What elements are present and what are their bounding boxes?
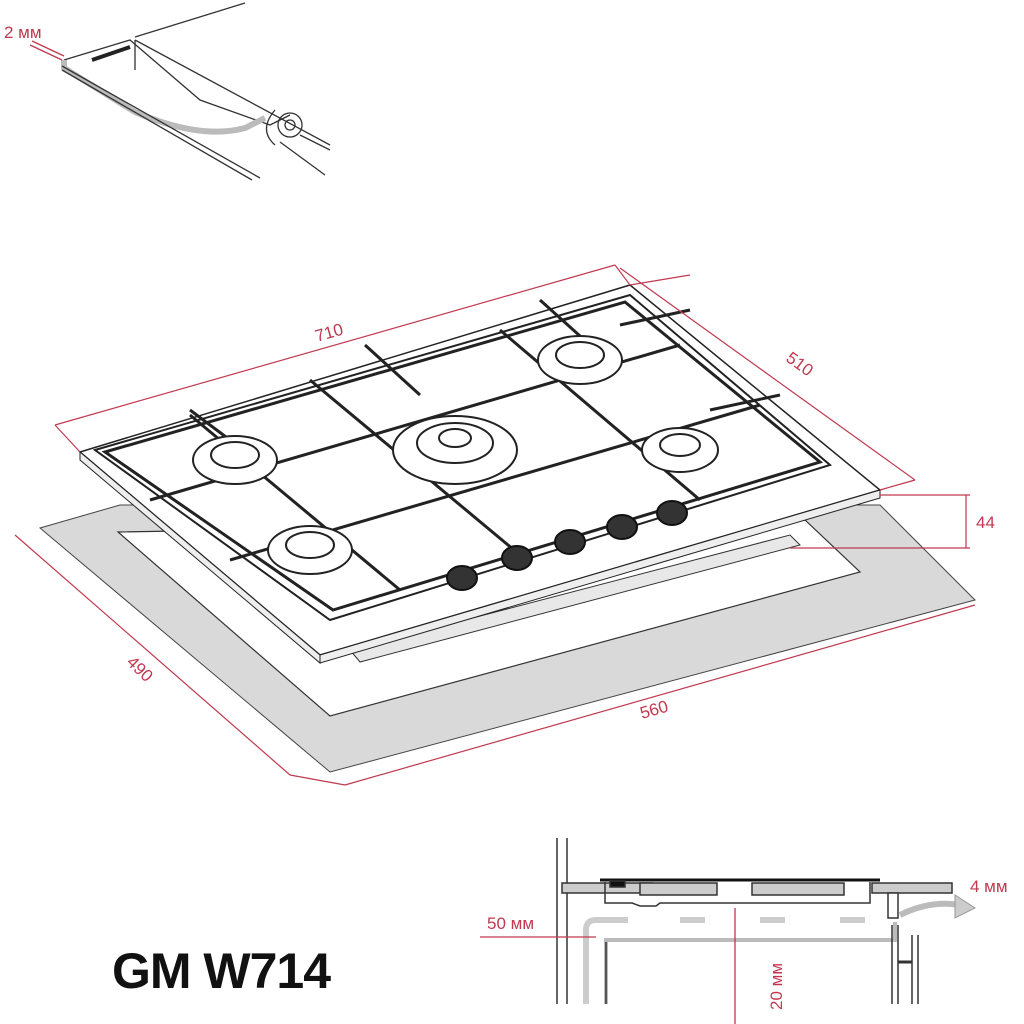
ventilation-dimension-lines — [480, 908, 736, 1024]
hob — [78, 284, 882, 665]
burners — [192, 335, 719, 575]
hob-width-label: 710 — [313, 320, 346, 346]
wall-gap-label: 50 мм — [487, 914, 534, 933]
front-gap-label: 4 мм — [970, 877, 1008, 896]
seal-thickness-label: 2 мм — [4, 23, 42, 42]
hob-height-label: 44 — [976, 513, 995, 532]
airflow-arrows — [583, 894, 977, 1004]
cutout-width-label: 560 — [638, 697, 671, 723]
air-gap-label: 20 мм — [767, 963, 786, 1010]
model-title: GM W714 — [112, 943, 331, 999]
cutout-depth-label: 490 — [123, 652, 157, 685]
dimension-lines — [14, 264, 976, 786]
ventilation-section — [556, 838, 953, 1004]
control-knobs — [446, 500, 688, 591]
hob-depth-label: 510 — [783, 348, 817, 380]
seal-detail — [29, 2, 331, 181]
